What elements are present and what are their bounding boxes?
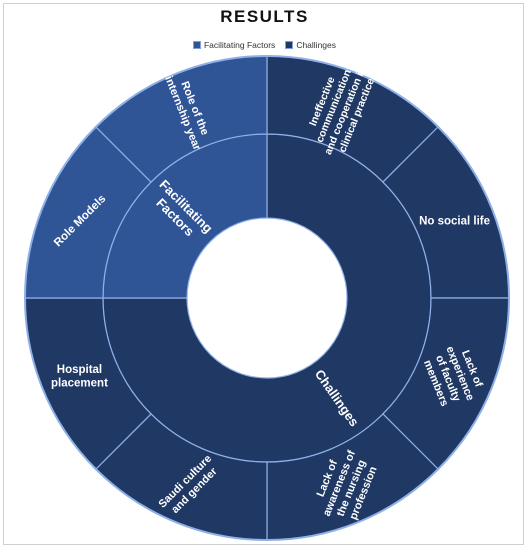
legend-swatch-challinges (285, 41, 294, 49)
outer-rim (24, 55, 510, 541)
outer-label-lack-of-experience-of-faculty-members: Lack ofexperienceof facultymembers (419, 340, 488, 412)
outer-label-no-social-life: No social life (419, 215, 490, 227)
legend-item-facilitating[interactable]: Facilitating Factors (192, 40, 276, 50)
legend-label-facilitating: Facilitating Factors (203, 40, 276, 50)
legend: Facilitating Factors Challinges (0, 40, 529, 50)
legend-item-challinges[interactable]: Challinges (285, 40, 336, 50)
chart-title: RESULTS (220, 7, 309, 26)
legend-label-challinges: Challinges (296, 40, 337, 50)
legend-swatch-facilitating (192, 41, 201, 49)
